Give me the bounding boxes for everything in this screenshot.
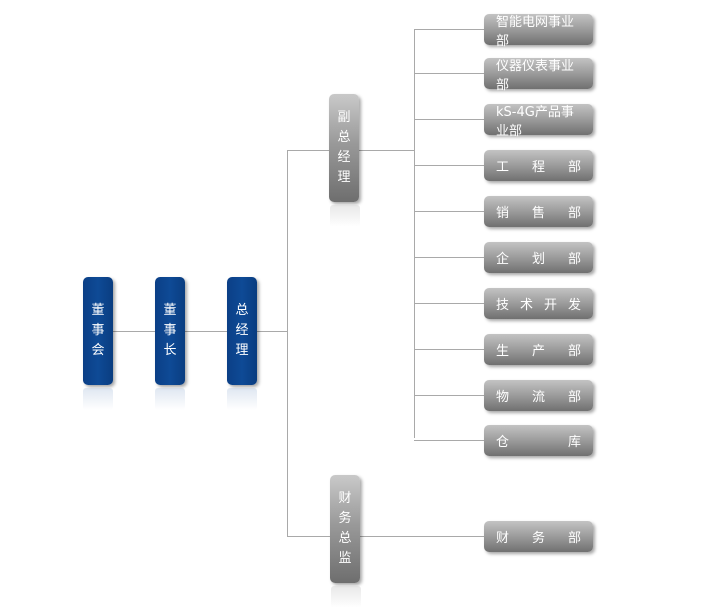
dept-label-char: 部: [567, 531, 581, 546]
dept-label: 智能电网事业部: [496, 14, 575, 49]
dept-label-char: 部: [567, 160, 581, 175]
dept-instruments[interactable]: 仪器仪表事业部: [484, 58, 593, 93]
dept-finance[interactable]: 财务部: [484, 521, 593, 552]
node-reflection: [227, 388, 257, 410]
node-char: 长: [163, 343, 177, 358]
dept-label-char: 物: [496, 390, 510, 405]
connector-branch-production: [414, 349, 484, 350]
node-char: 会: [91, 343, 105, 358]
connector-trunk-deputy: [287, 150, 329, 151]
connector-branch-ks4g: [414, 119, 484, 120]
connector-branch-sales: [414, 211, 484, 212]
node-reflection: [330, 205, 360, 227]
connector-branch-warehouse: [414, 440, 484, 441]
node-char: 理: [337, 170, 351, 185]
node-char: 总: [337, 130, 351, 145]
dept-label-char: 术: [519, 298, 533, 313]
node-char: 经: [235, 323, 249, 338]
dept-smart-grid[interactable]: 智能电网事业部: [484, 14, 593, 49]
connector-branch-engineering: [414, 165, 484, 166]
dept-label-char: 部: [567, 344, 581, 359]
dept-ks4g[interactable]: kS-4G产品事业部: [484, 104, 593, 139]
connector-deputy-branch: [359, 150, 415, 151]
dept-label-char: 务: [531, 531, 545, 546]
connector-gm-trunk: [257, 331, 288, 332]
dept-label-char: 工: [496, 160, 510, 175]
node-char: 董: [163, 303, 177, 318]
node-char: 总: [338, 531, 352, 546]
node-char: 经: [337, 150, 351, 165]
node-char: 副: [337, 110, 351, 125]
dept-label-char: 部: [567, 252, 581, 267]
branch-vertical: [414, 29, 415, 438]
node-char: 财: [338, 491, 352, 506]
dept-label-char: 部: [567, 390, 581, 405]
dept-label: kS-4G产品事业部: [496, 104, 574, 139]
node-char: 总: [235, 303, 249, 318]
node-reflection: [83, 388, 113, 410]
connector-branch-logistics: [414, 395, 484, 396]
connector-branch-smart-grid: [414, 29, 484, 30]
node-char: 监: [338, 551, 352, 566]
dept-label-char: 技: [496, 298, 510, 313]
dept-label-char: 开: [543, 298, 557, 313]
connector-trunk-cfo: [287, 536, 330, 537]
node-char: 事: [163, 323, 177, 338]
node-deputy-gm[interactable]: 副 总 经 理: [329, 94, 359, 202]
node-general-manager[interactable]: 总 经 理: [227, 277, 257, 385]
dept-label: 仪器仪表事业部: [496, 58, 575, 93]
trunk-vertical: [287, 150, 288, 537]
connector-branch-rnd: [414, 303, 484, 304]
dept-label-char: 程: [531, 160, 545, 175]
dept-label-char: 产: [531, 344, 545, 359]
dept-label-char: 财: [496, 531, 510, 546]
node-char: 董: [91, 303, 105, 318]
node-board[interactable]: 董 事 会: [83, 277, 113, 385]
dept-logistics[interactable]: 物流部: [484, 380, 593, 411]
dept-label-char: 生: [496, 344, 510, 359]
dept-label-char: 企: [496, 252, 510, 267]
dept-label-char: 发: [567, 298, 581, 313]
node-char: 事: [91, 323, 105, 338]
dept-label-char: 仓: [496, 435, 510, 450]
node-cfo[interactable]: 财 务 总 监: [330, 475, 360, 583]
node-chairman[interactable]: 董 事 长: [155, 277, 185, 385]
connector-board-chairman: [113, 331, 155, 332]
node-reflection: [155, 388, 185, 410]
dept-sales[interactable]: 销售部: [484, 196, 593, 227]
connector-branch-planning: [414, 257, 484, 258]
dept-label-char: 划: [531, 252, 545, 267]
node-char: 务: [338, 511, 352, 526]
node-reflection: [331, 586, 361, 608]
dept-warehouse[interactable]: 仓库: [484, 425, 593, 456]
dept-planning[interactable]: 企划部: [484, 242, 593, 273]
dept-production[interactable]: 生产部: [484, 334, 593, 365]
dept-label-char: 库: [567, 435, 581, 450]
dept-rnd[interactable]: 技术开发: [484, 288, 593, 319]
node-char: 理: [235, 343, 249, 358]
dept-label-char: 部: [567, 206, 581, 221]
connector-cfo-finance: [360, 536, 484, 537]
connector-chairman-gm: [185, 331, 227, 332]
dept-label-char: 销: [496, 206, 510, 221]
dept-label-char: 售: [531, 206, 545, 221]
dept-engineering[interactable]: 工程部: [484, 150, 593, 181]
dept-label-char: 流: [531, 390, 545, 405]
connector-branch-instruments: [414, 73, 484, 74]
